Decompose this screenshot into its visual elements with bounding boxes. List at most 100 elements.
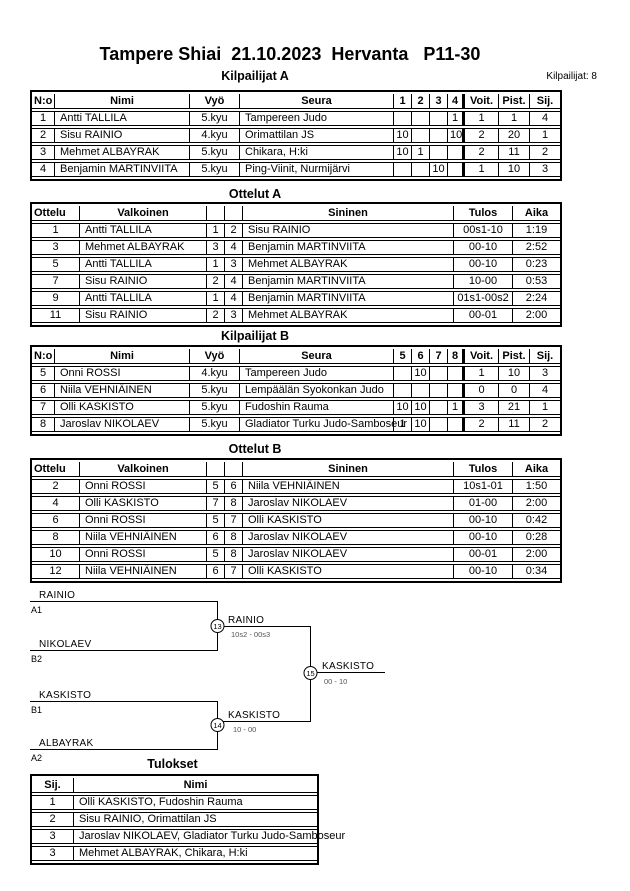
- match-circle: [303, 666, 318, 680]
- score-cell: [430, 417, 448, 432]
- white-name: Onni ROSSI: [80, 513, 207, 528]
- score-cell: [430, 400, 448, 415]
- score-cell: [394, 383, 412, 398]
- pool-a-row: 2 Sisu RAINIO 4.kyu Orimattilan JS 10 10…: [32, 128, 560, 143]
- place-cell: 2: [530, 145, 560, 160]
- wins-cell: 3: [465, 400, 499, 415]
- score-cell: 1: [394, 417, 412, 432]
- score-col-header: 6: [412, 349, 430, 364]
- place-cell: 1: [530, 400, 560, 415]
- result-row: 2 Sisu RAINIO, Orimattilan JS: [32, 812, 317, 827]
- match-row: 11 Sisu RAINIO 2 3 Mehmet ALBAYRAK 00-01…: [32, 308, 560, 323]
- result-cell: 00-01: [454, 308, 513, 323]
- white-name: Mehmet ALBAYRAK: [80, 240, 207, 255]
- competitors-count: Kilpailijat: 8: [546, 71, 597, 82]
- blue-name: Niila VEHNIÄINEN: [243, 479, 454, 494]
- place-cell: 1: [530, 128, 560, 143]
- blue-number: 4: [225, 240, 243, 255]
- page-title: Tampere Shiai 21.10.2023 Hervanta P11-30: [99, 44, 481, 64]
- score-col-header: 2: [412, 94, 430, 109]
- result-name-cell: Mehmet ALBAYRAK, Chikara, H:ki: [74, 846, 317, 861]
- competitor-name: Jaroslav NIKOLAEV: [55, 417, 190, 432]
- medal-bracket: RAINIO A1 NIKOLAEV B2 KASKISTO B1 ALBAYR…: [30, 590, 385, 763]
- matches-b-heading: Ottelut B: [228, 442, 282, 456]
- spacer-header: [225, 462, 243, 477]
- score-cell: 10: [412, 400, 430, 415]
- blue-name: Mehmet ALBAYRAK: [243, 308, 454, 323]
- white-number: 5: [207, 547, 225, 562]
- competitor-belt: 5.kyu: [190, 111, 240, 126]
- match-number: 8: [32, 530, 80, 545]
- competitor-number: 8: [32, 417, 55, 432]
- match-number-label: 14: [213, 721, 221, 730]
- place-cell: 2: [530, 417, 560, 432]
- col-place-header: Sij.: [530, 94, 560, 109]
- white-number: 2: [207, 308, 225, 323]
- competitor-number: 2: [32, 128, 55, 143]
- match-circle: [210, 718, 225, 732]
- place-cell: 4: [530, 383, 560, 398]
- competitor-club: Chikara, H:ki: [240, 145, 394, 160]
- match-number: 7: [32, 274, 80, 289]
- match-row: 8 Niila VEHNIÄINEN 6 8 Jaroslav NIKOLAEV…: [32, 530, 560, 545]
- score-cell: 10: [430, 162, 448, 177]
- match-row: 10 Onni ROSSI 5 8 Jaroslav NIKOLAEV 00-0…: [32, 547, 560, 562]
- points-cell: 0: [499, 383, 530, 398]
- competitor-belt: 4.kyu: [190, 128, 240, 143]
- wins-cell: 1: [465, 111, 499, 126]
- match-number: 1: [32, 223, 80, 238]
- blue-name: Sisu RAINIO: [243, 223, 454, 238]
- score-cell: 10: [394, 128, 412, 143]
- place-cell: 3: [530, 366, 560, 381]
- col-result-header: Tulos: [454, 206, 513, 221]
- result-row: 1 Olli KASKISTO, Fudoshin Rauma: [32, 795, 317, 810]
- blue-number: 2: [225, 223, 243, 238]
- blue-name: Olli KASKISTO: [243, 513, 454, 528]
- bracket-score: 10 - 00: [233, 725, 256, 734]
- col-match-header: Ottelu: [32, 206, 80, 221]
- match-number: 6: [32, 513, 80, 528]
- bracket-slot-name: KASKISTO: [39, 690, 91, 701]
- pool-a-header-row: N:o Nimi Vyö Seura 1 2 3 4 Voit. Pist. S…: [32, 94, 560, 109]
- blue-number: 8: [225, 496, 243, 511]
- bracket-lines: [30, 601, 385, 750]
- score-col-header: 4: [448, 94, 465, 109]
- competitor-name: Onni ROSSI: [55, 366, 190, 381]
- blue-number: 4: [225, 291, 243, 306]
- competitor-belt: 5.kyu: [190, 383, 240, 398]
- col-place-header: Sij.: [530, 349, 560, 364]
- pool-b-heading: Kilpailijat B: [220, 329, 290, 343]
- wins-cell: 2: [465, 145, 499, 160]
- white-name: Niila VEHNIÄINEN: [80, 564, 207, 579]
- competitor-number: 7: [32, 400, 55, 415]
- place-cell: 4: [530, 111, 560, 126]
- wins-cell: 2: [465, 128, 499, 143]
- match-row: 3 Mehmet ALBAYRAK 3 4 Benjamin MARTINVII…: [32, 240, 560, 255]
- col-white-header: Valkoinen: [80, 206, 207, 221]
- white-name: Onni ROSSI: [80, 547, 207, 562]
- result-cell: 00-10: [454, 257, 513, 272]
- blue-number: 6: [225, 479, 243, 494]
- score-cell: [448, 145, 465, 160]
- competitor-club: Tampereen Judo: [240, 111, 394, 126]
- place-cell: 3: [32, 846, 74, 861]
- result-row: 3 Jaroslav NIKOLAEV, Gladiator Turku Jud…: [32, 829, 345, 844]
- competitor-number: 6: [32, 383, 55, 398]
- score-cell: [448, 366, 465, 381]
- score-cell: [430, 145, 448, 160]
- spacer-header: [225, 206, 243, 221]
- score-cell: [448, 162, 465, 177]
- place-cell: 2: [32, 812, 74, 827]
- score-cell: 10: [394, 145, 412, 160]
- time-cell: 0:23: [513, 257, 560, 272]
- col-time-header: Aika: [513, 206, 560, 221]
- competitor-name: Mehmet ALBAYRAK: [55, 145, 190, 160]
- pool-b-row: 8 Jaroslav NIKOLAEV 5.kyu Gladiator Turk…: [32, 417, 560, 432]
- white-number: 1: [207, 257, 225, 272]
- competitor-club: Fudoshin Rauma: [240, 400, 394, 415]
- spacer-header: [207, 206, 225, 221]
- results-header-row: Sij. Nimi: [32, 778, 317, 793]
- score-col-header: 1: [394, 94, 412, 109]
- matches-b-header-row: Ottelu Valkoinen Sininen Tulos Aika: [32, 462, 560, 477]
- score-cell: [430, 111, 448, 126]
